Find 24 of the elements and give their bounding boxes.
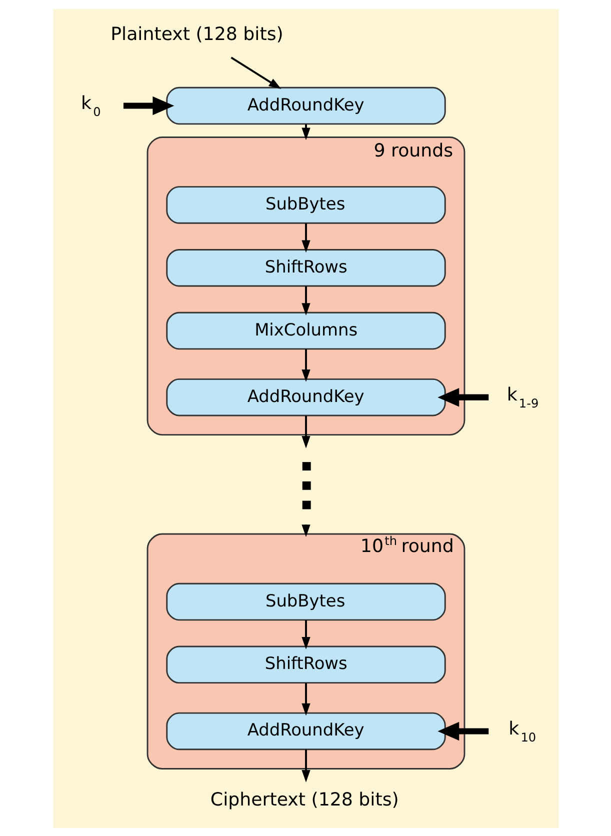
node-text: k$_{0}$ bbox=[80, 92, 100, 118]
node-text: Ciphertext (128 bits) bbox=[210, 789, 398, 810]
node-box: ShiftRows bbox=[166, 645, 446, 684]
node-box: AddRoundKey bbox=[166, 86, 446, 124]
arrow bbox=[301, 222, 310, 252]
node-box: SubBytes bbox=[166, 186, 446, 224]
node-box: SubBytes bbox=[166, 582, 446, 620]
arrow bbox=[230, 56, 281, 88]
arrow bbox=[301, 749, 310, 782]
arrow bbox=[301, 286, 310, 315]
node-box: MixColumns bbox=[166, 311, 446, 350]
arrow bbox=[437, 387, 488, 406]
arrow bbox=[122, 96, 174, 115]
arrow bbox=[301, 620, 310, 649]
arrow bbox=[301, 682, 310, 716]
arrow bbox=[301, 348, 310, 382]
node-box: AddRoundKey bbox=[166, 378, 446, 416]
arrow bbox=[301, 415, 310, 448]
node-box: AddRoundKey bbox=[166, 712, 446, 750]
node-text: k$_{1-9}$ bbox=[506, 384, 538, 410]
node-text: Plaintext (128 bits) bbox=[110, 23, 283, 44]
node-box: ShiftRows bbox=[166, 248, 446, 286]
arrow bbox=[437, 721, 488, 740]
node-text: k$_{10}$ bbox=[508, 718, 536, 744]
